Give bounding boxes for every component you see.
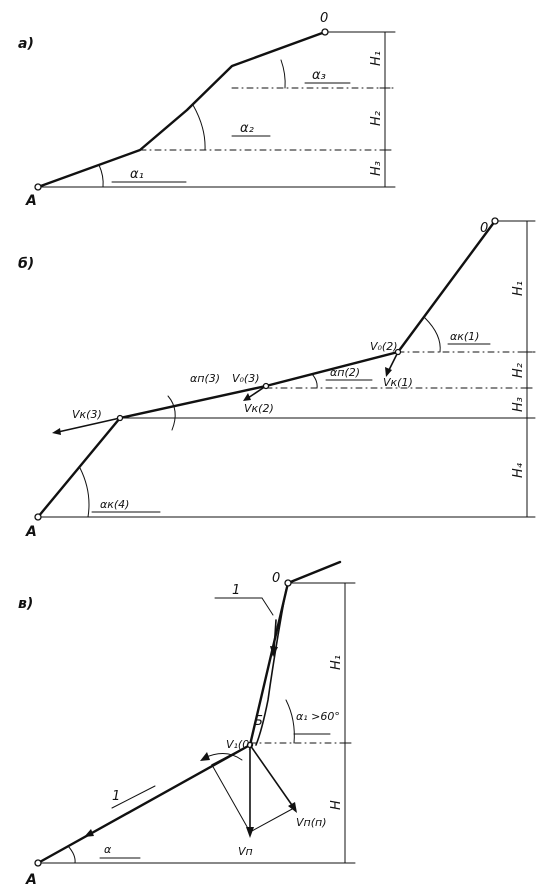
panel-c-trajectory-curve xyxy=(255,589,287,746)
panel-b-point-bottom: A xyxy=(25,524,37,540)
panel-b-angle-arc xyxy=(424,317,441,353)
panel-a-height-label: H₃ xyxy=(369,161,384,176)
panel-b-height-label: H₃ xyxy=(511,397,526,412)
panel-c-node-o xyxy=(284,579,292,587)
panel-a-angle-arc xyxy=(192,104,206,151)
panel-c-angle-label: α xyxy=(104,843,112,856)
panel-c-direction-arrow xyxy=(89,811,131,835)
panel-b-node xyxy=(262,382,270,390)
panel-a-angle-arc xyxy=(98,164,104,188)
panel-a-height-label: H₂ xyxy=(369,111,384,126)
panel-a-angle-label: α₁ xyxy=(130,167,144,182)
panel-b-velocity-arrow xyxy=(247,385,267,399)
panel-c-marker-upper: 1 xyxy=(232,583,240,598)
panel-c-velocity-label: Vп xyxy=(238,845,253,858)
panel-a-height-label: H₁ xyxy=(369,51,384,66)
panel-b-angle-label: αк(1) xyxy=(450,330,479,343)
panel-c-height-label: H xyxy=(329,800,344,810)
panel-b-velocity-label: V₀(2) xyxy=(370,340,398,353)
panel-a-point-bottom: A xyxy=(25,193,37,209)
panel-a-angle-arc xyxy=(280,59,286,89)
panel-a-node-a xyxy=(34,183,42,191)
panel-c-slope xyxy=(36,560,342,865)
panel-b-angle-arc xyxy=(167,395,176,431)
panel-b-height-label: H₁ xyxy=(511,281,526,296)
panel-b-velocity-label: Vк(1) xyxy=(383,376,413,389)
panel-c-direction-arrow xyxy=(273,619,277,651)
panel-c-marker-lower: 1 xyxy=(112,789,120,804)
panel-b: б) 0 A αк xyxy=(18,217,536,540)
panel-a-point-top: 0 xyxy=(320,11,328,26)
panel-a-letter: a) xyxy=(18,36,34,52)
panel-b-point-top: 0 xyxy=(480,221,488,236)
panel-a-node-o xyxy=(321,28,329,36)
panel-b-angle-arc xyxy=(79,467,90,518)
panel-b-velocity-label: Vк(2) xyxy=(244,402,274,415)
panel-c-letter: в) xyxy=(18,596,33,612)
panel-c-height-label: H₁ xyxy=(329,655,344,670)
panel-a-slope xyxy=(36,30,327,189)
panel-b-letter: б) xyxy=(18,256,34,272)
panel-a-angle-label: α₂ xyxy=(240,121,254,136)
panel-b-node xyxy=(116,414,124,422)
panel-b-velocity-arrow xyxy=(387,351,399,373)
panel-b-angle-arc xyxy=(311,373,318,389)
panel-b-slope xyxy=(36,219,497,519)
panel-b-velocity-label: Vк(3) xyxy=(72,408,102,421)
panel-b-node-a xyxy=(34,513,42,521)
panel-b-angle-label: αп(3) xyxy=(190,372,220,385)
panel-c-angle-arc xyxy=(285,699,295,744)
panel-b-node-o xyxy=(491,217,499,225)
panel-c-velocity-label: Vп(п) xyxy=(296,816,327,829)
panel-c-point-top: 0 xyxy=(272,571,280,586)
panel-b-angle-label: αп(2) xyxy=(330,366,360,379)
panel-c-node-a xyxy=(34,859,42,867)
panel-c-velocity-label: V₁(0) xyxy=(226,738,254,751)
panel-c: в) xyxy=(18,560,356,888)
panel-a-angle-label: α₃ xyxy=(312,68,326,83)
panel-b-velocity-label: V₀(3) xyxy=(232,372,260,385)
panel-c-velocity-vector xyxy=(249,744,295,809)
panel-b-angle-label: αк(4) xyxy=(100,498,129,511)
panel-c-point-bottom: A xyxy=(25,872,37,888)
panel-c-angle-arc xyxy=(67,845,76,864)
panel-b-height-label: H₂ xyxy=(511,363,526,378)
panel-b-velocity-arrow xyxy=(57,417,121,433)
panel-a: a) 0 A α₃ α₂ α₁ H₁ H₂ H₃ xyxy=(18,11,396,209)
panel-c-velocity-vector xyxy=(211,744,251,766)
panel-c-point-mid: Б xyxy=(254,714,263,729)
panel-c-angle-label: α₁ >60° xyxy=(296,710,340,723)
panel-c-node-b xyxy=(246,741,254,749)
panel-b-node xyxy=(394,348,402,356)
panel-b-height-label: H₄ xyxy=(511,462,526,478)
